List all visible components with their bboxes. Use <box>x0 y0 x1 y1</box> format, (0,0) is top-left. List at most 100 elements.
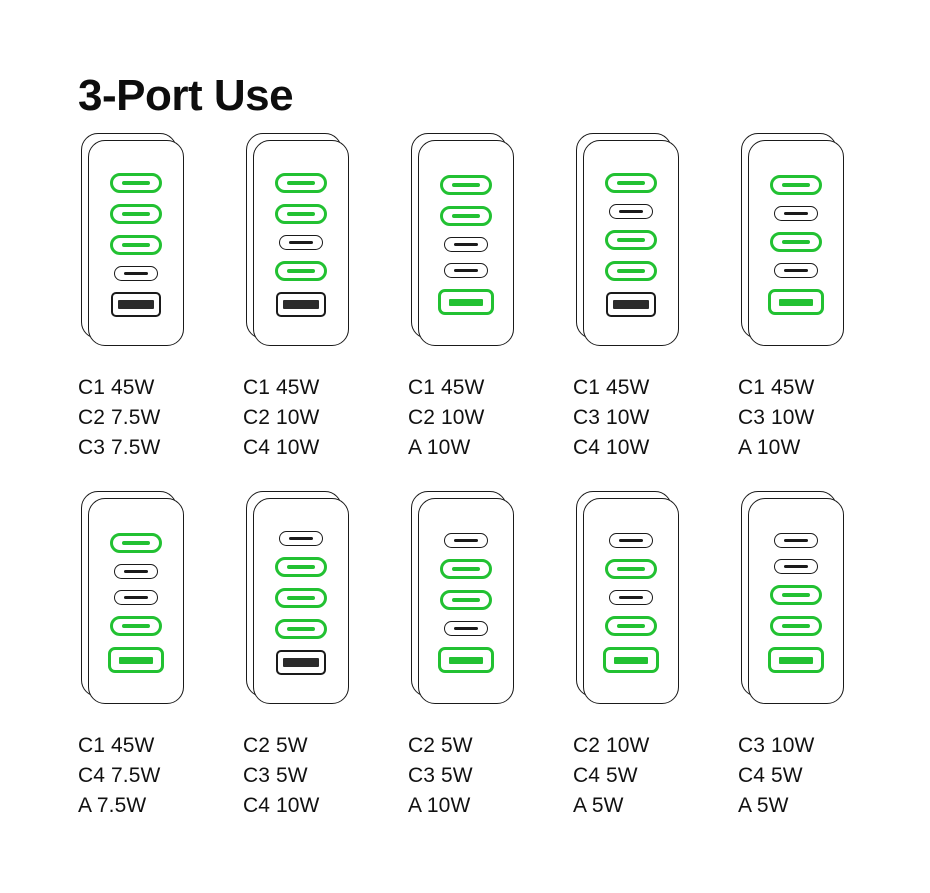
port-group <box>108 533 164 673</box>
power-label: C3 10W <box>738 734 815 757</box>
charger-combo-9 <box>573 488 683 704</box>
usb-a-port-icon-a-active <box>438 289 494 315</box>
usb-a-port-icon-a-inactive <box>606 292 656 317</box>
usb-c-port-icon-c2-active <box>275 204 327 224</box>
usb-c-port-icon-c1-inactive <box>609 533 653 548</box>
port-slot-bar <box>617 624 645 628</box>
port-slot-bar <box>454 243 478 246</box>
port-slot-bar <box>779 656 813 664</box>
usb-c-port-icon-c3-active <box>605 230 657 250</box>
usb-c-port-icon-c2-inactive <box>609 204 653 219</box>
port-slot-bar <box>614 656 648 664</box>
power-label-group: C1 45W C3 10W A 10W <box>738 373 903 463</box>
charger-body <box>253 140 349 346</box>
power-label: C1 45W <box>738 376 815 399</box>
usb-c-port-icon-c3-active <box>770 232 822 252</box>
charger-body <box>418 498 514 704</box>
usb-c-port-icon-c4-active <box>770 616 822 636</box>
charger-body <box>88 498 184 704</box>
port-slot-bar <box>449 656 483 664</box>
port-group <box>768 175 824 315</box>
port-slot-bar <box>782 593 810 597</box>
usb-a-port-icon-a-active <box>108 647 164 673</box>
usb-c-port-icon-c1-active <box>605 173 657 193</box>
power-label: C1 45W <box>78 734 155 757</box>
port-slot-bar <box>287 596 315 600</box>
usb-c-port-icon-c3-active <box>275 588 327 608</box>
port-slot-bar <box>287 181 315 185</box>
port-slot-bar <box>454 269 478 272</box>
charger-combo-6 <box>78 488 188 704</box>
port-slot-bar <box>124 272 148 275</box>
power-label: C4 10W <box>573 436 650 459</box>
port-slot-bar <box>289 241 313 244</box>
usb-c-port-icon-c4-active <box>275 261 327 281</box>
port-slot-bar <box>449 298 483 306</box>
port-slot-bar <box>122 624 150 628</box>
port-slot-bar <box>613 300 649 309</box>
charger-cell: C1 45W C3 10W A 10W <box>738 130 903 463</box>
port-slot-bar <box>118 300 154 309</box>
usb-c-port-icon-c1-active <box>110 533 162 553</box>
usb-c-port-icon-c3-inactive <box>279 235 323 250</box>
power-label: C4 7.5W <box>78 764 161 787</box>
port-group <box>603 533 659 673</box>
port-slot-bar <box>122 181 150 185</box>
port-slot-bar <box>782 183 810 187</box>
port-slot-bar <box>782 624 810 628</box>
usb-c-port-icon-c4-inactive <box>114 266 158 281</box>
charger-combo-2 <box>243 130 353 346</box>
power-label: C3 10W <box>738 406 815 429</box>
port-slot-bar <box>289 537 313 540</box>
usb-c-port-icon-c4-active <box>110 616 162 636</box>
port-group <box>275 531 327 675</box>
power-label: C3 10W <box>573 406 650 429</box>
port-slot-bar <box>454 627 478 630</box>
usb-a-port-icon-a-active <box>438 647 494 673</box>
charger-body <box>583 140 679 346</box>
charger-body <box>418 140 514 346</box>
power-label: A 5W <box>573 794 624 817</box>
port-slot-bar <box>454 539 478 542</box>
power-label: C1 45W <box>243 376 320 399</box>
usb-a-port-icon-a-active <box>768 647 824 673</box>
power-label: C1 45W <box>573 376 650 399</box>
power-label: C2 7.5W <box>78 406 161 429</box>
charger-cell: C2 10W C4 5W A 5W <box>573 488 738 821</box>
usb-c-port-icon-c2-inactive <box>774 559 818 574</box>
port-group <box>438 175 494 315</box>
usb-c-port-icon-c2-active <box>605 559 657 579</box>
usb-a-port-icon-a-inactive <box>111 292 161 317</box>
charger-combo-7 <box>243 488 353 704</box>
power-label: C4 10W <box>243 794 320 817</box>
power-label: C4 5W <box>573 764 638 787</box>
power-label: C4 5W <box>738 764 803 787</box>
power-label: A 10W <box>408 436 471 459</box>
port-slot-bar <box>452 567 480 571</box>
usb-c-port-icon-c4-inactive <box>444 621 488 636</box>
power-label: C2 10W <box>408 406 485 429</box>
port-slot-bar <box>287 627 315 631</box>
usb-c-port-icon-c2-active <box>110 204 162 224</box>
charger-combo-10 <box>738 488 848 704</box>
usb-c-port-icon-c3-active <box>770 585 822 605</box>
charger-body <box>583 498 679 704</box>
power-label: A 10W <box>738 436 801 459</box>
port-slot-bar <box>452 598 480 602</box>
power-label: C2 10W <box>243 406 320 429</box>
usb-c-port-icon-c2-active <box>440 559 492 579</box>
power-label: C2 10W <box>573 734 650 757</box>
power-label-group: C1 45W C3 10W C4 10W <box>573 373 738 463</box>
power-label: C2 5W <box>408 734 473 757</box>
charger-body <box>88 140 184 346</box>
charger-cell: C1 45W C3 10W C4 10W <box>573 130 738 463</box>
usb-c-port-icon-c1-active <box>110 173 162 193</box>
usb-c-port-icon-c2-inactive <box>114 564 158 579</box>
port-slot-bar <box>452 214 480 218</box>
usb-c-port-icon-c3-inactive <box>609 590 653 605</box>
